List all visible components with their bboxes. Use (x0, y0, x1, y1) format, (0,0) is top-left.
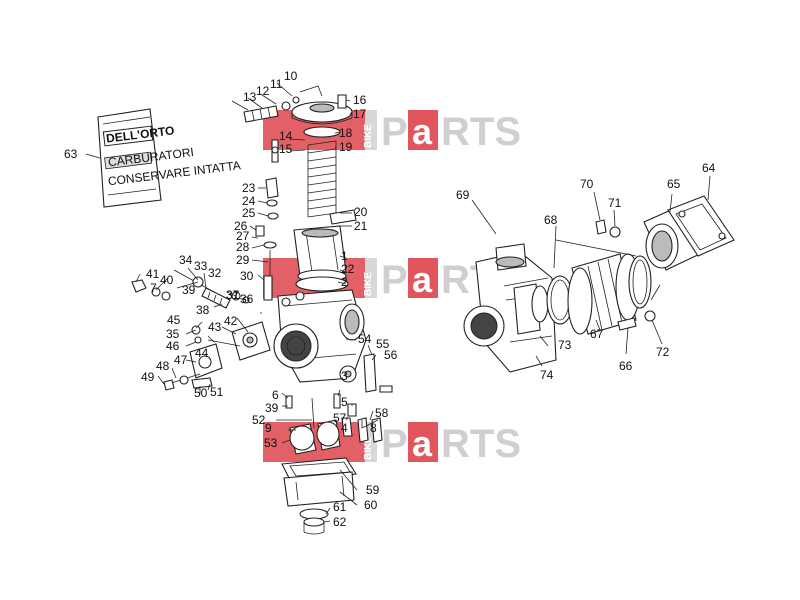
callout-12: 12 (256, 84, 270, 98)
callout-33: 33 (194, 259, 208, 273)
callout-24: 24 (242, 194, 256, 208)
callout-10: 10 (284, 69, 298, 83)
callout-71: 71 (608, 196, 622, 210)
callout-55: 55 (376, 337, 390, 351)
watermark-text-p: P (381, 258, 408, 302)
callout-5: 5 (341, 395, 348, 409)
callout-65: 65 (667, 177, 681, 191)
callout-26: 26 (234, 219, 248, 233)
watermark-text-p: P (381, 422, 408, 466)
callout-9: 9 (265, 421, 272, 435)
callout-37: 37 (226, 288, 240, 302)
callout-11: 11 (270, 77, 283, 91)
callout-1: 1 (341, 249, 348, 263)
callout-30: 30 (240, 269, 254, 283)
watermark-text-rts: RTS (441, 110, 521, 154)
watermark-text-p: P (381, 110, 408, 154)
watermark-text-a: a (412, 423, 433, 464)
callout-16: 16 (353, 93, 367, 107)
callout-39: 39 (182, 283, 196, 297)
callout-49: 49 (141, 370, 155, 384)
callout-51: 51 (210, 385, 224, 399)
callout-13: 13 (243, 90, 257, 104)
callout-58: 58 (375, 406, 389, 420)
callout-36: 36 (240, 292, 254, 306)
callout-8: 8 (370, 421, 377, 435)
callout-28: 28 (236, 240, 250, 254)
callout-46: 46 (166, 339, 180, 353)
callout-35: 35 (166, 327, 180, 341)
callout-25: 25 (242, 206, 256, 220)
callout-43: 43 (208, 320, 222, 334)
callout-62: 62 (333, 515, 347, 529)
callout-38: 38 (196, 303, 210, 317)
callout-57: 57 (333, 411, 347, 425)
callout-39: 39 (265, 401, 279, 415)
callout-29: 29 (236, 253, 250, 267)
watermark-text-a: a (412, 259, 433, 300)
callout-19: 19 (339, 140, 353, 154)
carb-body-main (273, 289, 393, 393)
callout-numbers: 1234567891011121314151617181920212223242… (64, 69, 716, 529)
callout-41: 41 (146, 267, 160, 281)
callout-6: 6 (272, 388, 279, 402)
callout-40: 40 (160, 273, 174, 287)
callout-54: 54 (358, 332, 372, 346)
callout-21: 21 (354, 219, 368, 233)
callout-63: 63 (64, 147, 78, 161)
callout-23: 23 (242, 181, 256, 195)
callout-15: 15 (279, 142, 293, 156)
gasket-kit-bag: DELL'ORTO CARBURATORI CONSERVARE INTATTA (97, 108, 241, 208)
callout-64: 64 (702, 161, 716, 175)
callout-70: 70 (580, 177, 594, 191)
intake-assembly (463, 195, 735, 373)
callout-27: 27 (236, 229, 250, 243)
watermark-vertical-text: BIKE (363, 436, 374, 460)
callout-22: 22 (341, 262, 355, 276)
callout-52: 52 (252, 413, 266, 427)
callout-2: 2 (341, 275, 348, 289)
callout-34: 34 (179, 253, 193, 267)
callout-68: 68 (544, 213, 558, 227)
callout-7: 7 (150, 281, 157, 295)
callout-17: 17 (353, 107, 367, 121)
carb-top-assembly (243, 85, 357, 292)
watermark-layer: BIKEPaRTSBIKEPaRTSBIKEPaRTS (263, 110, 521, 466)
callout-45: 45 (167, 313, 181, 327)
needle-parts (255, 177, 279, 301)
float-bowl-assembly (281, 393, 383, 535)
callout-66: 66 (619, 359, 633, 373)
callout-50: 50 (194, 386, 208, 400)
callout-3: 3 (341, 369, 348, 383)
callout-61: 61 (333, 500, 347, 514)
callout-59: 59 (366, 483, 380, 497)
callout-20: 20 (354, 205, 368, 219)
callout-60: 60 (364, 498, 378, 512)
leader-lines (85, 82, 711, 523)
callout-32: 32 (208, 266, 222, 280)
callout-56: 56 (384, 348, 398, 362)
callout-47: 47 (174, 353, 188, 367)
callout-67: 67 (590, 327, 604, 341)
callout-42: 42 (224, 314, 238, 328)
callout-18: 18 (339, 126, 353, 140)
watermark-vertical-text: BIKE (363, 124, 374, 148)
callout-14: 14 (279, 129, 293, 143)
callout-53: 53 (264, 436, 278, 450)
callout-31: 31 (226, 288, 240, 302)
callout-69: 69 (456, 188, 470, 202)
callout-48: 48 (156, 359, 170, 373)
callout-4: 4 (341, 421, 348, 435)
callout-72: 72 (656, 345, 670, 359)
watermark-text-a: a (412, 111, 433, 152)
watermark-text-rts: RTS (441, 422, 521, 466)
callout-73: 73 (558, 338, 572, 352)
watermark-vertical-text: BIKE (363, 272, 374, 296)
callout-74: 74 (540, 368, 554, 382)
callout-44: 44 (195, 346, 209, 360)
